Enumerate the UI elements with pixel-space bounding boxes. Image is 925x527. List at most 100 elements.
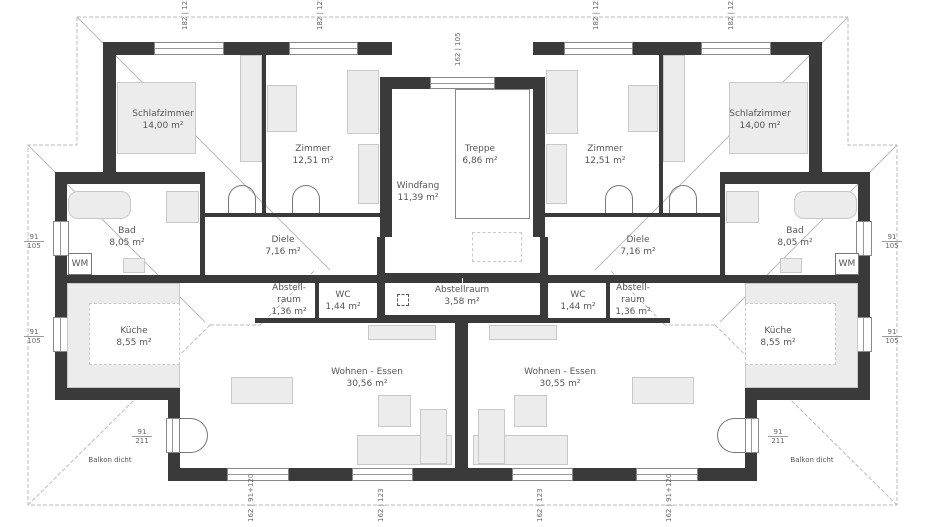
- wall: [606, 283, 610, 320]
- door: [605, 185, 633, 213]
- staircase: [455, 89, 530, 219]
- door: [717, 418, 745, 453]
- wall: [720, 172, 870, 184]
- wall: [455, 320, 468, 480]
- bed: [729, 82, 808, 154]
- shelf: [358, 144, 379, 204]
- window-dimension: 182 | 123: [181, 0, 189, 30]
- wall: [533, 77, 545, 237]
- window: [53, 221, 69, 256]
- wall: [540, 237, 548, 323]
- wall: [385, 315, 540, 323]
- wall: [262, 55, 266, 217]
- sideboard: [368, 325, 436, 340]
- wardrobe: [240, 55, 262, 162]
- coffee-table: [514, 395, 547, 427]
- wall: [55, 172, 67, 400]
- wall: [457, 468, 757, 481]
- room-label-balkon: Balkon dicht: [790, 456, 834, 464]
- boiler-icon: [397, 294, 409, 306]
- door: [228, 185, 256, 213]
- wardrobe: [663, 55, 685, 162]
- bathtub: [794, 191, 857, 219]
- window-dimension: 182 | 123: [592, 0, 600, 30]
- window-dimension: 162 | 91+120: [247, 473, 255, 522]
- wall: [377, 237, 385, 323]
- wall: [200, 183, 205, 275]
- wall: [745, 388, 870, 400]
- door: [292, 185, 320, 213]
- washing-machine: WM: [68, 253, 92, 275]
- wall: [720, 183, 725, 275]
- shelf: [546, 144, 567, 204]
- window-dimension: 162 | 123: [536, 488, 544, 522]
- wall: [55, 388, 180, 400]
- wall: [168, 468, 468, 481]
- door: [669, 185, 697, 213]
- window: [701, 42, 771, 55]
- shower: [166, 191, 199, 223]
- kitchen-island: [89, 303, 180, 365]
- wall: [315, 283, 319, 320]
- wall: [858, 172, 870, 400]
- window-dimension: 182 | 123: [316, 0, 324, 30]
- wall: [545, 213, 720, 217]
- bed: [347, 70, 379, 134]
- wall: [255, 318, 385, 323]
- bed: [546, 70, 578, 134]
- sofa: [420, 409, 447, 464]
- stair-landing: [472, 232, 522, 262]
- sink: [780, 258, 802, 273]
- kitchen-island: [745, 303, 836, 365]
- wall: [205, 213, 380, 217]
- room-label-balkon: Balkon dicht: [88, 456, 132, 464]
- desk: [628, 85, 658, 132]
- window: [154, 42, 224, 55]
- wall: [103, 42, 116, 180]
- window-dimension: 182 | 123: [727, 0, 735, 30]
- window: [856, 317, 872, 352]
- dining-table: [632, 377, 694, 404]
- shower: [726, 191, 759, 223]
- window: [856, 221, 872, 256]
- sink: [123, 258, 145, 273]
- wall: [463, 275, 870, 283]
- window: [352, 468, 413, 481]
- wall: [385, 273, 540, 278]
- window: [512, 468, 573, 481]
- window-dimension: 162 | 105: [454, 32, 462, 66]
- bathtub: [68, 191, 131, 219]
- desk: [267, 85, 297, 132]
- sofa: [478, 409, 505, 464]
- window: [430, 77, 495, 89]
- sideboard: [489, 325, 557, 340]
- dining-table: [231, 377, 293, 404]
- wall: [380, 77, 392, 237]
- window: [227, 468, 289, 481]
- wall: [809, 42, 822, 180]
- washing-machine: WM: [835, 253, 859, 275]
- wall: [55, 172, 205, 184]
